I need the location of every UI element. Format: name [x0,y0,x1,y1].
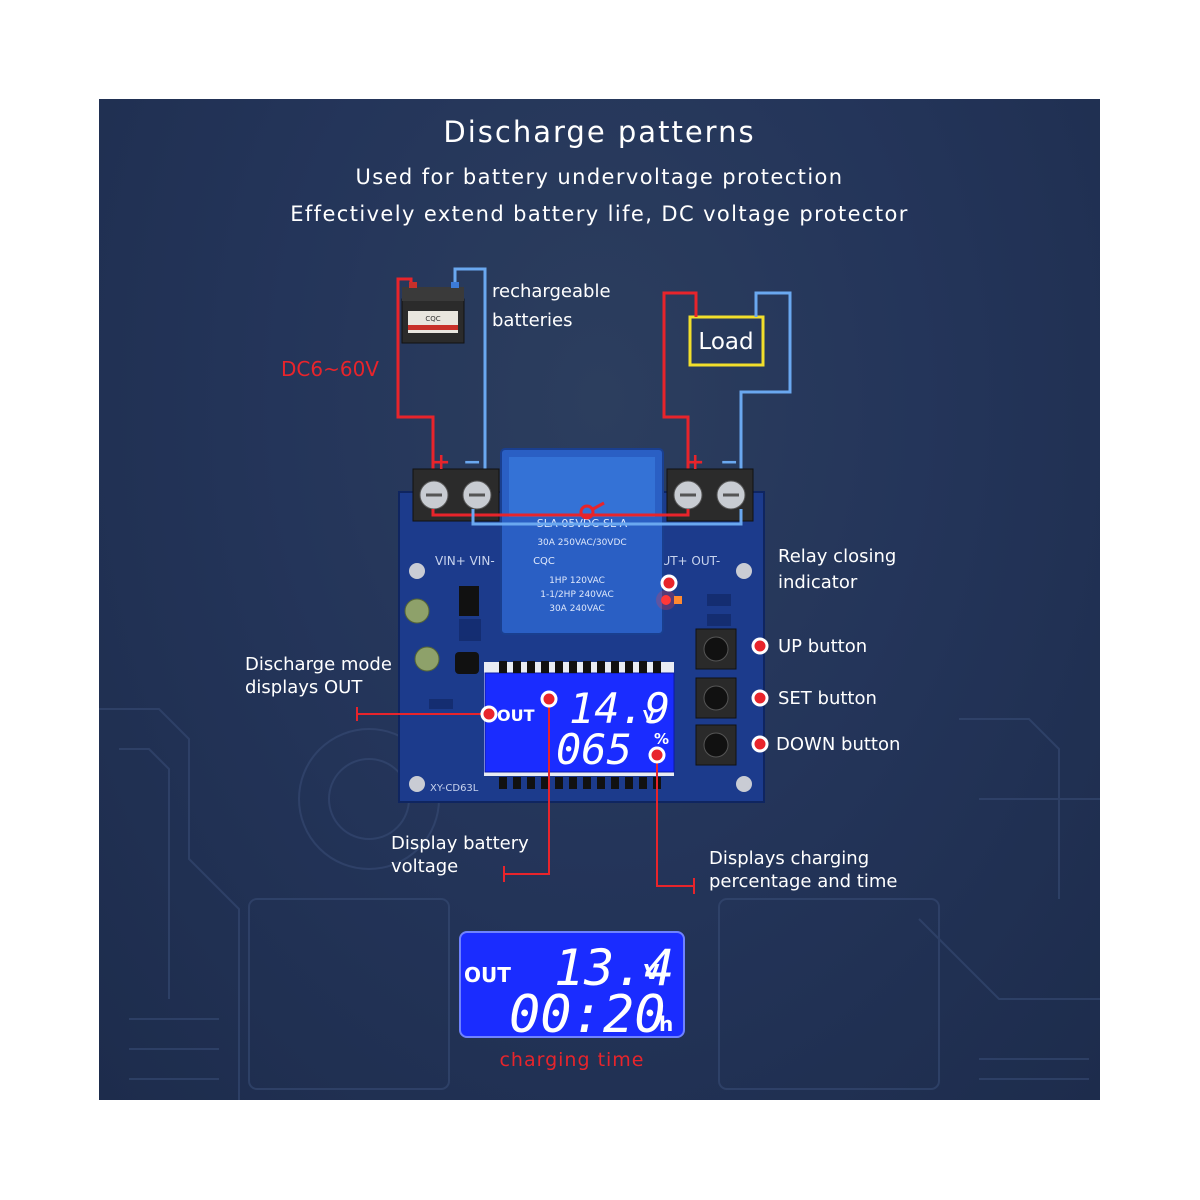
svg-text:30A 240VAC: 30A 240VAC [549,604,605,614]
example-lcd: OUT 13.4 V 00:20 h [459,931,685,1045]
subtitle-line-1: Used for battery undervoltage protection [355,165,844,189]
percentage-label-1: Displays charging [709,848,870,869]
relay-switch-contact [579,504,595,520]
input-plus-mark: + [432,450,450,475]
board-lcd-percent: 065 [556,725,632,774]
relay-indicator-label-2: indicator [778,572,858,593]
svg-text:1-1/2HP 240VAC: 1-1/2HP 240VAC [540,590,614,600]
ic-chip [459,586,479,616]
battery-voltage-label-2: voltage [391,856,459,877]
example-lcd-voltage: 13.4 [554,939,674,997]
output-minus-mark: − [720,450,738,475]
wiring-diagram: CQC Load [99,267,1100,1100]
red-led-icon [661,595,671,605]
discharge-mode-label-1: Discharge mode [245,654,392,675]
battery-label-line-2: batteries [492,310,573,331]
callout-leaders [356,701,695,894]
percentage-label-2: percentage and time [709,871,898,892]
load-box [688,315,765,367]
board-lcd: OUT 14.9 V 065 % [484,661,675,789]
svg-text:CQC: CQC [425,315,440,323]
example-lcd-mode: OUT [464,963,511,987]
example-lcd-time-unit: h [659,1012,673,1036]
discharge-mode-label-2: displays OUT [245,677,363,698]
example-lcd-time: 00:20 [509,985,666,1045]
output-terminal-block [666,468,754,522]
terminal-in-label: VIN+ VIN- [435,554,495,568]
battery-icon: CQC [401,282,465,344]
input-minus-mark: − [463,450,481,475]
background-circuit-pattern [99,708,1100,1100]
svg-text:CQC: CQC [533,556,555,567]
relay-indicator-label-1: Relay closing [778,546,897,567]
up-push-button-icon [695,628,737,670]
board-lcd-voltage-unit: V [643,707,655,725]
board-model-label: XY-CD63L [430,783,479,794]
example-lcd-voltage-unit: V [644,960,660,984]
output-positive-wire [662,291,698,509]
down-push-button-icon [695,724,737,766]
terminal-out-label: OUT+ OUT- [652,554,720,568]
capacitor-icon [404,598,479,674]
down-button-label: DOWN button [776,734,901,755]
charging-time-caption: charging time [499,1049,645,1071]
svg-text:30A 250VAC/30VDC: 30A 250VAC/30VDC [537,538,626,548]
voltage-range-label: DC6~60V [281,357,379,381]
subtitle-line-2: Effectively extend battery life, DC volt… [290,202,909,226]
input-terminal-block [412,468,500,522]
input-positive-wire [396,277,435,509]
battery-label-line-1: rechargeable [492,281,611,302]
internal-positive-wire [431,509,690,517]
board-lcd-voltage: 14.9 [569,684,670,733]
svg-text:1HP 120VAC: 1HP 120VAC [549,576,605,586]
output-plus-mark: + [686,450,704,475]
board-lcd-mode: OUT [497,706,535,725]
internal-negative-wire [471,509,743,526]
battery-voltage-label-1: Display battery [391,833,529,854]
diagram-panel: Discharge patterns Used for battery unde… [99,99,1100,1100]
output-negative-wire [739,291,792,509]
title: Discharge patterns [443,115,756,149]
set-push-button-icon [695,677,737,719]
relay-icon: SLA-05VDC-SL-A 30A 250VAC/30VDC CQC 1HP … [500,448,664,635]
board-lcd-percent-unit: % [654,730,669,748]
load-label: Load [698,329,753,355]
set-button-label: SET button [778,688,877,709]
callout-dots [480,574,769,764]
up-button-label: UP button [778,636,868,657]
